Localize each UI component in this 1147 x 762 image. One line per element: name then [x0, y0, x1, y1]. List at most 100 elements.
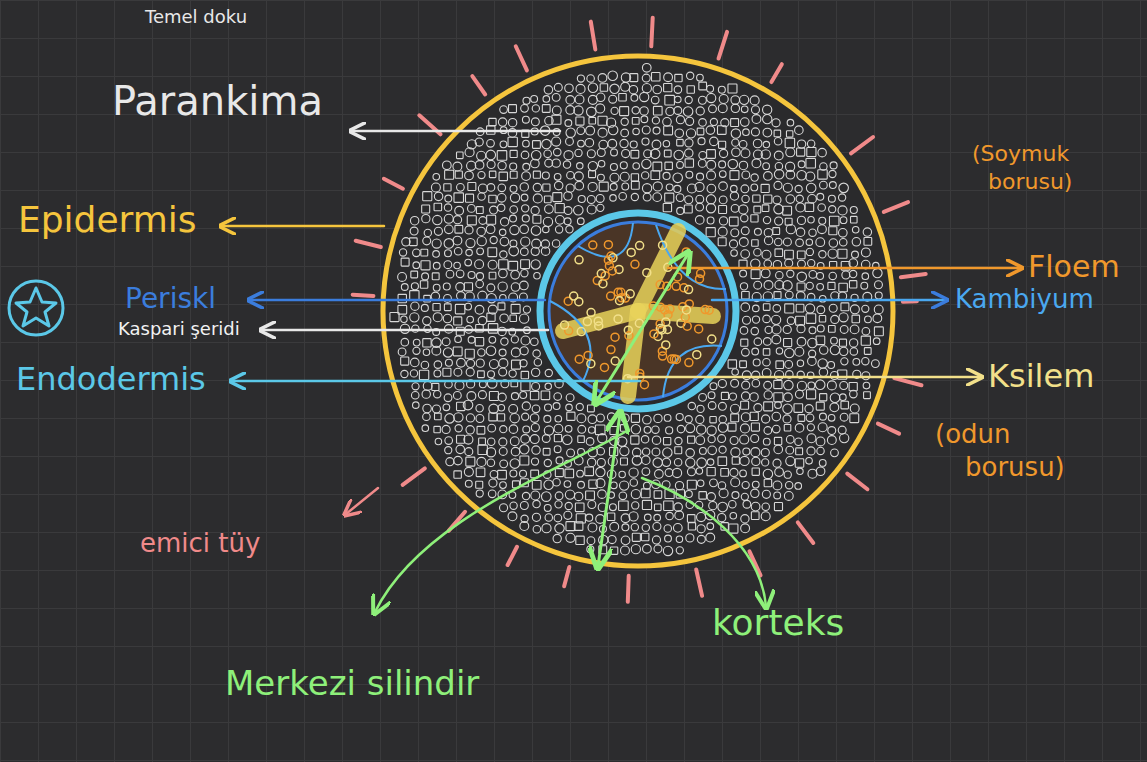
- parenchyma-cell: [751, 184, 758, 191]
- parenchyma-cell: [477, 457, 486, 466]
- parenchyma-cell: [486, 448, 495, 457]
- root-hair: [626, 576, 631, 602]
- parenchyma-cell: [444, 304, 451, 311]
- parenchyma-cell: [761, 449, 769, 457]
- parenchyma-cell: [829, 206, 836, 213]
- parenchyma-cell: [489, 171, 496, 178]
- parenchyma-cell: [499, 447, 507, 455]
- parenchyma-cell: [522, 205, 529, 212]
- parenchyma-cell: [742, 371, 751, 380]
- parenchyma-cell: [545, 404, 552, 411]
- parenchyma-cell: [641, 489, 650, 498]
- parenchyma-cell: [732, 139, 739, 146]
- parenchyma-cell: [642, 524, 649, 531]
- parenchyma-cell: [477, 237, 486, 246]
- parenchyma-cell: [862, 358, 869, 365]
- parenchyma-cell: [510, 171, 517, 178]
- parenchyma-cell: [499, 349, 506, 356]
- parenchyma-cell: [698, 96, 706, 104]
- vascular-cell: [672, 355, 680, 363]
- parenchyma-cell: [752, 159, 761, 168]
- parenchyma-cell: [754, 206, 761, 213]
- parenchyma-cell: [785, 348, 794, 357]
- vascular-cell: [640, 381, 648, 389]
- parenchyma-cell: [819, 251, 826, 258]
- parenchyma-cell: [433, 262, 440, 269]
- parenchyma-cell: [576, 536, 584, 544]
- parenchyma-cell: [531, 491, 540, 500]
- parenchyma-cell: [523, 306, 530, 313]
- part-label: Temel doku: [145, 6, 247, 29]
- parenchyma-cell: [566, 394, 574, 402]
- parenchyma-cell: [741, 401, 749, 409]
- parenchyma-cell: [443, 368, 451, 376]
- parenchyma-cell: [544, 480, 553, 489]
- parenchyma-cell: [710, 416, 716, 422]
- parenchyma-cell: [466, 249, 473, 256]
- parenchyma-cell: [773, 459, 781, 467]
- xylem-arm: [628, 311, 638, 396]
- parenchyma-cell: [631, 181, 639, 189]
- parenchyma-cell: [497, 414, 504, 421]
- parenchyma-cell: [500, 237, 509, 246]
- parenchyma-cell: [641, 116, 648, 123]
- parenchyma-cell: [754, 338, 762, 346]
- parenchyma-cell: [478, 171, 485, 178]
- parenchyma-cell: [455, 381, 464, 390]
- parenchyma-cell: [719, 446, 726, 453]
- parenchyma-cell: [665, 535, 672, 542]
- parenchyma-cell: [675, 96, 682, 103]
- parenchyma-cell: [850, 414, 859, 423]
- parenchyma-cell: [828, 362, 835, 369]
- parenchyma-cell: [719, 171, 726, 178]
- parenchyma-cell: [719, 94, 728, 103]
- parenchyma-cell: [806, 183, 816, 193]
- parenchyma-cell: [476, 415, 484, 423]
- parenchyma-cell: [710, 118, 717, 125]
- parenchyma-cell: [533, 183, 541, 191]
- parenchyma-cell: [750, 96, 759, 105]
- parenchyma-cell: [644, 426, 651, 433]
- parenchyma-cell: [599, 140, 608, 149]
- parenchyma-cell: [796, 195, 803, 202]
- parenchyma-cell: [510, 193, 519, 202]
- parenchyma-cell: [808, 382, 815, 389]
- parenchyma-cell: [761, 512, 770, 521]
- parenchyma-cell: [454, 247, 462, 255]
- parenchyma-cell: [806, 458, 813, 465]
- parenchyma-cell: [543, 184, 550, 191]
- parenchyma-cell: [589, 117, 596, 124]
- parenchyma-cell: [830, 345, 839, 354]
- parenchyma-cell: [390, 313, 399, 322]
- parenchyma-cell: [873, 338, 880, 345]
- parenchyma-cell: [487, 184, 495, 192]
- parenchyma-cell: [489, 272, 496, 279]
- parenchyma-cell: [476, 359, 484, 367]
- parenchyma-cell: [665, 95, 675, 105]
- parenchyma-cell: [686, 423, 695, 432]
- parenchyma-cell: [421, 249, 428, 256]
- parenchyma-cell: [752, 316, 759, 323]
- parenchyma-cell: [533, 141, 541, 149]
- parenchyma-cell: [751, 174, 758, 181]
- parenchyma-cell: [465, 448, 473, 456]
- parenchyma-cell: [632, 502, 639, 509]
- parenchyma-cell: [754, 228, 761, 235]
- root-hair: [719, 32, 728, 59]
- parenchyma-cell: [773, 305, 781, 313]
- parenchyma-cell: [653, 522, 661, 530]
- parenchyma-cell: [664, 83, 672, 91]
- parenchyma-cell: [411, 271, 418, 278]
- parenchyma-cell: [719, 416, 726, 423]
- parenchyma-cell: [476, 468, 485, 477]
- parenchyma-cell: [730, 404, 739, 413]
- parenchyma-cell: [740, 270, 747, 277]
- parenchyma-cell: [651, 96, 659, 104]
- parenchyma-cell: [772, 412, 781, 421]
- parenchyma-cell: [500, 218, 508, 226]
- parenchyma-cell: [774, 393, 783, 402]
- parenchyma-cell: [829, 272, 836, 279]
- parenchyma-cell: [808, 216, 814, 222]
- parenchyma-cell: [530, 435, 539, 444]
- parenchyma-cell: [410, 313, 419, 322]
